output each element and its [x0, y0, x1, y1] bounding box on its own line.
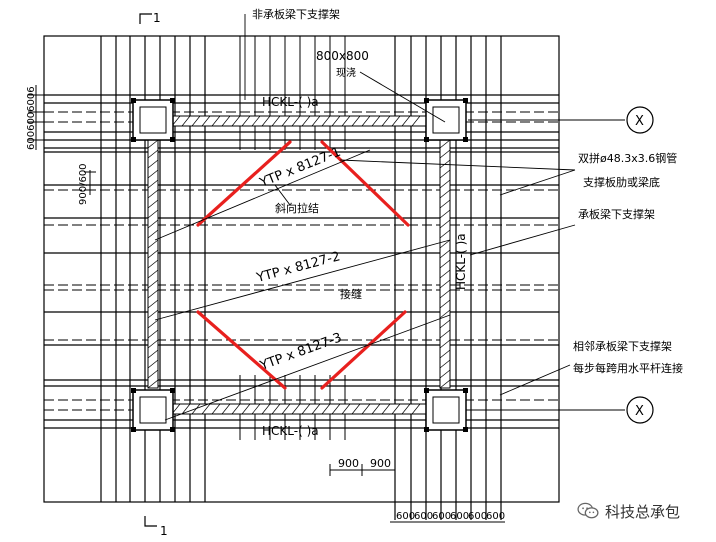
- bottom-dimension-lines: [329, 464, 505, 523]
- left-dim-stack: 6006006006: [26, 86, 37, 150]
- column-top-left: [131, 98, 175, 142]
- left-dim-900: 900/600: [78, 163, 89, 205]
- axis-bubble-bottom-label: X: [635, 404, 644, 419]
- column-size-label: 800x800: [316, 49, 369, 63]
- section-mark-top: [139, 13, 152, 24]
- mid-dashed-lines: [44, 189, 559, 341]
- callout-leaders: [244, 14, 625, 411]
- cast-in-place-label: 现浇: [336, 66, 356, 79]
- bottom-dim-1: 600: [396, 511, 415, 522]
- bottom-dim-2: 600: [414, 511, 433, 522]
- bottom-dim-6: 600: [486, 511, 505, 522]
- mid-horizontal-lines: [44, 184, 559, 346]
- column-top-right: [424, 98, 468, 142]
- axis-bubble-top-label: X: [635, 114, 644, 129]
- watermark: 科技总承包: [577, 500, 680, 522]
- steel-pipe-label-2: 支撑板肋或梁底: [583, 175, 660, 189]
- column-bottom-right: [424, 388, 468, 432]
- wechat-icon: [577, 502, 599, 519]
- section-mark-bottom: [144, 516, 157, 527]
- axis-bubble-bottom: [626, 396, 654, 424]
- bottom-dim-5: 600: [468, 511, 487, 522]
- beam-top-label: HCKL-( )a: [262, 95, 319, 109]
- slab-label-2: YTP x 8127-2: [254, 249, 342, 286]
- diagonal-brace-label: 斜向拉结: [275, 201, 319, 215]
- beam-left: [147, 137, 159, 389]
- column-bottom-left: [131, 388, 175, 432]
- top-horizontal-band: [44, 94, 559, 153]
- plan-border: [43, 35, 560, 503]
- left-dimension-lines: [28, 85, 96, 195]
- beam-bottom: [169, 403, 429, 415]
- section-mark-bottom-label: 1: [160, 524, 168, 538]
- bottom-dim-4: 600: [450, 511, 469, 522]
- joint-label: 接缝: [340, 287, 362, 301]
- slab-leaders: [154, 149, 451, 421]
- beam-right: [439, 137, 451, 389]
- bottom-dim-labels: 600 600 600 600 600 600: [396, 511, 505, 522]
- axis-bubble-top: [626, 106, 654, 134]
- bottom-dim-3: 600: [432, 511, 451, 522]
- adjacent-support-label-2: 每步每跨用水平杆连接: [573, 361, 683, 375]
- dim-900-b: 900: [370, 457, 391, 470]
- slab-label-3: YTP x 8127-3: [257, 330, 344, 374]
- beam-right-label: HCKL-( )a: [454, 233, 468, 290]
- watermark-text: 科技总承包: [605, 502, 681, 521]
- bearing-support-label: 承板梁下支撑架: [578, 207, 655, 221]
- adjacent-support-label-1: 相邻承板梁下支撑架: [573, 339, 672, 353]
- dim-900-a: 900: [338, 457, 359, 470]
- bottom-horizontal-band: [44, 379, 559, 429]
- beam-top: [169, 115, 429, 127]
- steel-pipe-label: 双拼ø48.3x3.6钢管: [578, 151, 677, 165]
- section-mark-top-label: 1: [153, 11, 161, 25]
- beam-bottom-label: HCKL-( )a: [262, 424, 319, 438]
- non-bearing-support-label: 非承板梁下支撑架: [252, 7, 340, 21]
- red-diagonal-markers: [196, 140, 410, 390]
